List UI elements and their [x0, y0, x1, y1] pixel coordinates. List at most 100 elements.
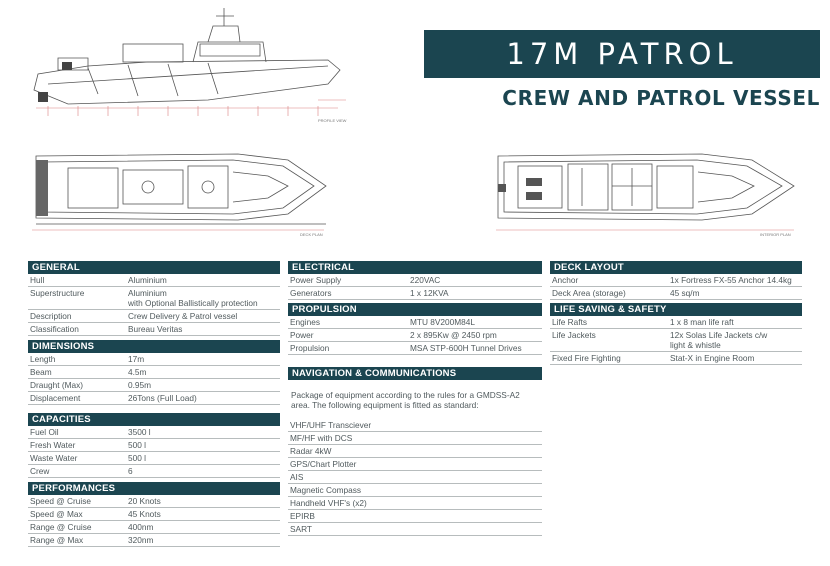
spec-label: Fuel Oil [30, 427, 59, 437]
spec-label: Waste Water [30, 453, 78, 463]
spec-row: Fresh Water 500 l [28, 439, 280, 452]
spec-value: Stat-X in Engine Room [670, 353, 755, 363]
spec-row: Deck Area (storage)45 sq/m [550, 287, 802, 300]
spec-value: Bureau Veritas [128, 324, 183, 334]
spec-row: Superstructure Aluminium with Optional Ba… [28, 287, 280, 310]
spec-label: Classification [30, 324, 79, 334]
profile-label: PROFILE VIEW [318, 118, 347, 123]
spec-value: 1x Fortress FX-55 Anchor 14.4kg [670, 275, 792, 285]
deck-plan-label: DECK PLAN [300, 232, 323, 237]
propulsion-heading: PROPULSION [288, 303, 542, 316]
navigation-heading: NAVIGATION & COMMUNICATIONS [288, 367, 542, 380]
spec-value: 45 sq/m [670, 288, 700, 298]
column-right: DECK LAYOUT Anchor 1x Fortress FX-55 Anch… [550, 261, 802, 365]
spec-value: 500 l [128, 453, 146, 463]
spec-label: Anchor [552, 275, 579, 285]
spec-row: Anchor 1x Fortress FX-55 Anchor 14.4kg [550, 274, 802, 287]
spec-label: Range @ Max [30, 535, 84, 545]
spec-value: 6 [128, 466, 133, 476]
equipment-item: AIS [288, 471, 542, 484]
spec-label: Power [290, 330, 314, 340]
spec-row: Range @ Max 320nm [28, 534, 280, 547]
spec-value: 1 x 8 man life raft [670, 317, 734, 327]
spec-value: 0.95m [128, 380, 152, 390]
equipment-item: Handheld VHF's (x2) [288, 497, 542, 510]
spec-label: Speed @ Max [30, 509, 83, 519]
spec-label: Generators [290, 288, 332, 298]
spec-value: MTU 8V200M84L [410, 317, 476, 327]
profile-view-drawing: PROFILE VIEW [33, 8, 347, 123]
spec-value: 320nm [128, 535, 154, 545]
spec-label: Displacement [30, 393, 81, 403]
equipment-item: SART [288, 523, 542, 536]
spec-value: 12x Solas Life Jackets c/w light & whist… [670, 330, 768, 350]
spec-value: 45 Knots [128, 509, 161, 519]
spec-value: 2 x 895Kw @ 2450 rpm [410, 330, 497, 340]
spec-label: Propulsion [290, 343, 330, 353]
spec-row: Length 17m [28, 353, 280, 366]
equipment-item: MF/HF with DCS [288, 432, 542, 445]
life-saving-heading: LIFE SAVING & SAFETY [550, 303, 802, 316]
spec-value: Aluminium with Optional Ballistically pr… [128, 288, 258, 308]
spec-label: Draught (Max) [30, 380, 84, 390]
spec-label: Engines [290, 317, 320, 327]
spec-row: Draught (Max) 0.95m [28, 379, 280, 392]
spec-label: Fresh Water [30, 440, 76, 450]
spec-row: Power 2 x 895Kw @ 2450 rpm [288, 329, 542, 342]
dimensions-heading: DIMENSIONS [28, 340, 280, 353]
equipment-item: GPS/Chart Plotter [288, 458, 542, 471]
spec-value: Crew Delivery & Patrol vessel [128, 311, 238, 321]
spec-row: Speed @ Max 45 Knots [28, 508, 280, 521]
spec-value: Aluminium [128, 275, 167, 285]
page-title: 17M PATROL [506, 37, 738, 71]
spec-value: 26Tons (Full Load) [128, 393, 197, 403]
spec-row: Engines MTU 8V200M84L [288, 316, 542, 329]
spec-value: 4.5m [128, 367, 147, 377]
spec-row: Life Jackets 12x Solas Life Jackets c/w l… [550, 329, 802, 352]
equipment-item: Radar 4kW [288, 445, 542, 458]
deck-plan-drawing: DECK PLAN [32, 153, 327, 237]
equipment-item: Magnetic Compass [288, 484, 542, 497]
spec-label: Length [30, 354, 56, 364]
navigation-intro: Package of equipment according to the ru… [291, 390, 520, 410]
spec-row: Waste Water 500 l [28, 452, 280, 465]
interior-plan-drawing: INTERIOR PLAN [496, 153, 795, 237]
capacities-heading: CAPACITIES [28, 413, 280, 426]
equipment-item: EPIRB [288, 510, 542, 523]
electrical-heading: ELECTRICAL [288, 261, 542, 274]
propulsion-table: Engines MTU 8V200M84L Power 2 x 895Kw @ 245… [288, 316, 542, 355]
spec-row: Classification Bureau Veritas [28, 323, 280, 336]
spec-value: 400nm [128, 522, 154, 532]
spec-label: Hull [30, 275, 45, 285]
spec-value: 500 l [128, 440, 146, 450]
spec-label: Life Jackets [552, 330, 596, 340]
spec-label: Life Rafts [552, 317, 588, 327]
interior-plan-label: INTERIOR PLAN [760, 232, 791, 237]
spec-value: 3500 l [128, 427, 151, 437]
spec-row: Hull Aluminium [28, 274, 280, 287]
deck-layout-heading: DECK LAYOUT [550, 261, 802, 274]
spec-label: Superstructure [30, 288, 85, 298]
spec-label: Speed @ Cruise [30, 496, 91, 506]
spec-value: 220VAC [410, 275, 441, 285]
performances-heading: PERFORMANCES [28, 482, 280, 495]
spec-value: 17m [128, 354, 145, 364]
spec-row: Fuel Oil 3500 l [28, 426, 280, 439]
spec-label: Description [30, 311, 72, 321]
spec-row: Displacement 26Tons (Full Load) [28, 392, 280, 405]
